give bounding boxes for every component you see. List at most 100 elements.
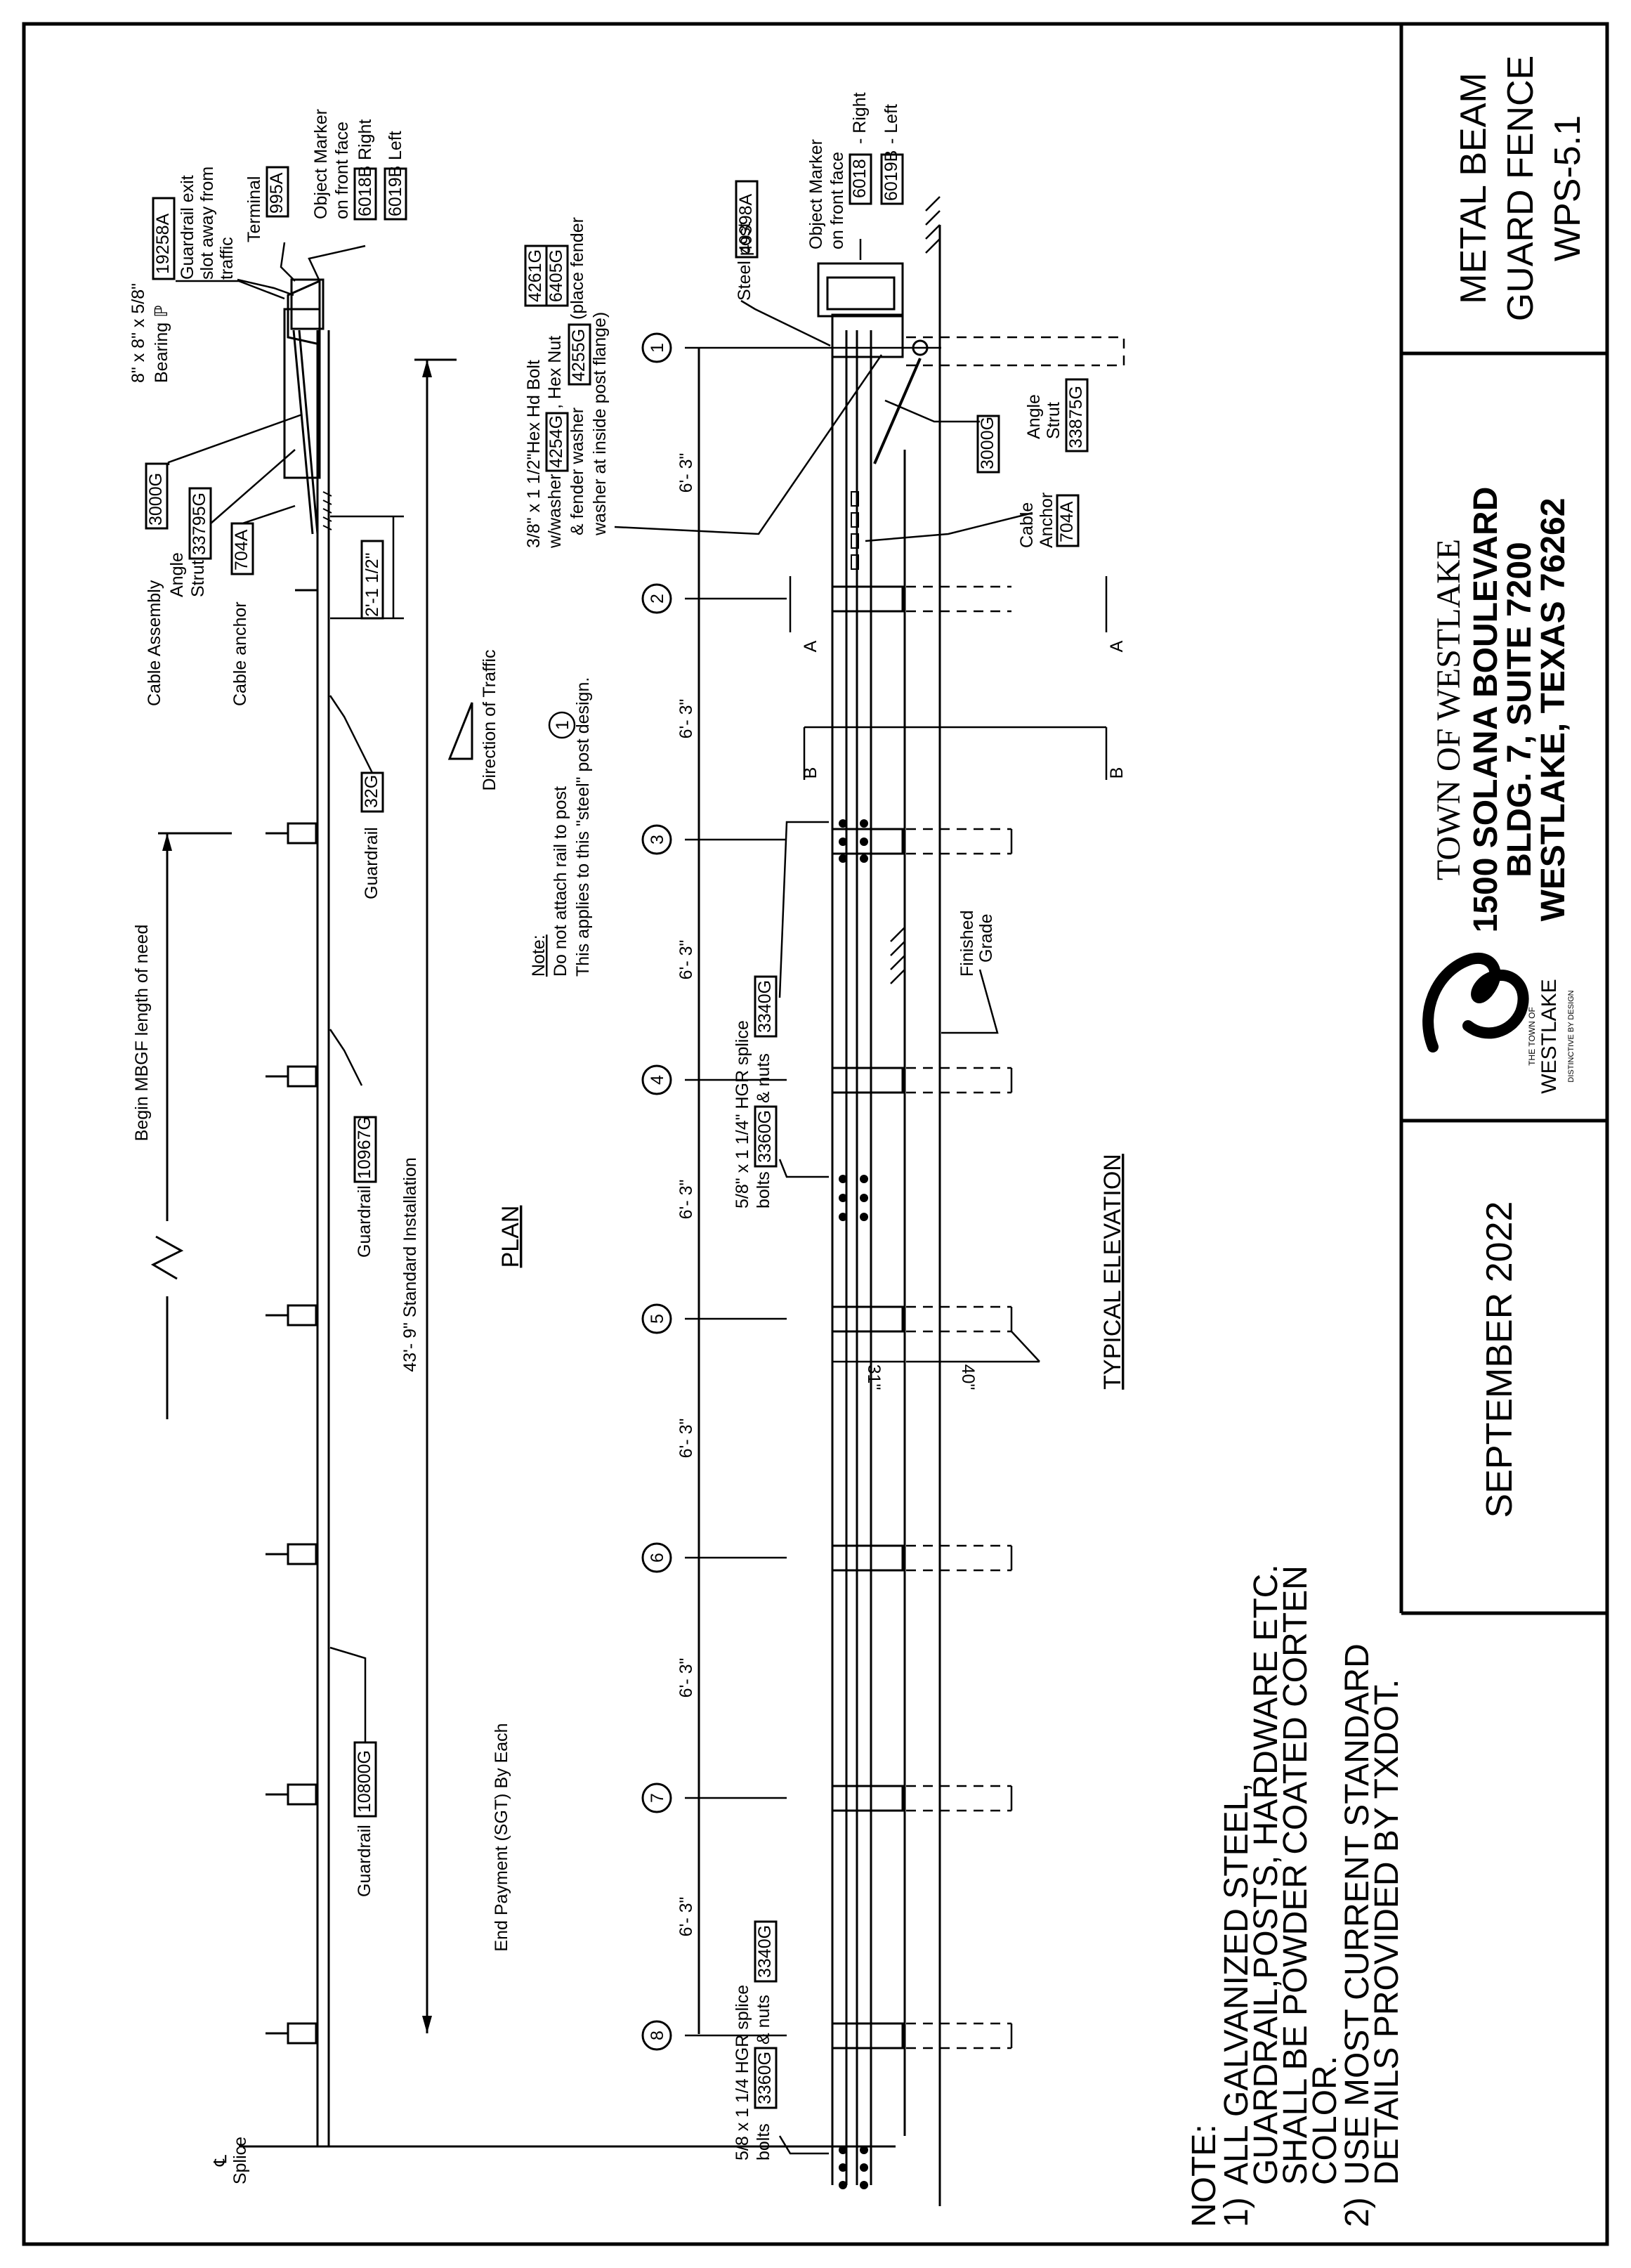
note-1-number: 1): [1218, 2197, 1255, 2227]
elev-anchor-l1: Cable: [1017, 502, 1037, 548]
address-line1: 1500 SOLANA BOULEVARD: [1467, 487, 1505, 933]
plan-post: [266, 1065, 317, 1088]
plan-angle-l2: Strut: [188, 560, 208, 597]
plan-marker-left-box: [384, 167, 407, 221]
post-number-2: 2: [641, 583, 672, 614]
splice1-leader: [778, 821, 829, 1178]
splice1-part2: 3340G: [755, 980, 775, 1033]
note-2-line1: USE MOST CURRENT STANDARD: [1339, 1643, 1376, 2185]
spacing-label: 6'- 3": [676, 940, 696, 980]
post-number-6: 6: [641, 1542, 672, 1573]
plan-post: [266, 1543, 317, 1565]
svg-text:A: A: [801, 640, 820, 652]
elevation-title: TYPICAL ELEVATION: [1099, 1154, 1126, 1390]
end-payment-label: End Payment (SGT) By Each: [492, 1723, 511, 1951]
post-number-7: 7: [641, 1783, 672, 1813]
plan-post: [266, 2022, 317, 2045]
splice2-part2: 3340G: [755, 1925, 775, 1978]
plan-marker-right-part: 6018B: [355, 166, 375, 216]
guardrail-10967-label: Guardrail: [355, 1185, 374, 1258]
section-b: B B: [801, 726, 1127, 780]
splice2-box2: [754, 1920, 778, 1983]
elev-angle-l1: Angle: [1024, 394, 1044, 439]
splice1-l1: 5/8" x 1 1/4" HGR splice: [733, 1020, 752, 1208]
plan-view: Begin MBGF length of need 43'- 9" Standa…: [129, 109, 896, 2184]
elev-cable-chain: [851, 491, 859, 570]
splice2-box1: [754, 2047, 778, 2109]
guardrail-32-label: Guardrail: [362, 827, 381, 899]
drawing-date: SEPTEMBER 2022: [1479, 1201, 1520, 1518]
plan-terminal-box: [283, 308, 321, 479]
splice1-bolts: bolts: [754, 1171, 773, 1208]
terminal-leader: [280, 242, 296, 282]
direction-label: Direction of Traffic: [480, 649, 499, 790]
fender-l3: washer at inside post flange): [590, 312, 610, 536]
splice1-box2: [754, 975, 778, 1038]
sheet-border: [22, 22, 1609, 2246]
spacing-label: 6'- 3": [676, 699, 696, 739]
svg-text:B: B: [801, 767, 820, 779]
svg-text:5: 5: [648, 1314, 667, 1324]
guardrail-10800-leader: [329, 1646, 367, 1742]
plan-marker-left-part: 6019B: [386, 166, 405, 216]
washer-part: 4254G: [546, 415, 566, 468]
drawing-number: WPS-5.1: [1547, 115, 1588, 261]
elev-terminal-head: [817, 262, 904, 318]
post-number-8: 8: [641, 2020, 672, 2051]
std-install-label: 43'- 9" Standard Installation: [400, 1157, 420, 1372]
dim-31-label: 31": [864, 1364, 884, 1390]
plan-post: [266, 1304, 317, 1327]
post-number-3: 3: [641, 824, 672, 855]
elev-anchor-leader: [865, 511, 1033, 542]
splice2-nuts: & nuts: [754, 1995, 773, 2045]
plan-note-post-num: 1: [553, 720, 572, 730]
finished-grade-l2: Grade: [976, 914, 996, 963]
fender-box: [568, 323, 591, 386]
splice2-l1: 5/8 x 1 1/4 HGR splice: [733, 1985, 752, 2161]
dim-2ft-label: 2'-1 1/2": [362, 553, 382, 617]
plan-note-line1: Do not attach rail to post: [551, 786, 570, 977]
splice1-box1: [754, 1105, 778, 1168]
cable-assembly-box: [145, 462, 169, 530]
cl-splice-symbol: ℄: [211, 2155, 230, 2167]
post-number-1: 1: [641, 332, 672, 363]
splice-label: Splice: [230, 2137, 250, 2184]
guardrail-32-part: 32G: [362, 775, 381, 808]
terminal-part-box: [266, 166, 289, 218]
note-1-line3: SHALL BE POWDER COATED CORTEN: [1277, 1565, 1314, 2185]
dim-40-ext: [1011, 1331, 1040, 1362]
svg-text:A: A: [1107, 640, 1127, 652]
spacing-labels: 6'- 3" 6'- 3" 6'- 3" 6'- 3" 6'- 3" 6'- 3…: [676, 453, 696, 1937]
logo-name: WESTLAKE: [1538, 979, 1561, 1093]
plan-marker-leader: [308, 245, 366, 282]
nut-label: , Hex Nut: [545, 336, 565, 409]
address-line2: BLDG. 7, SUITE 7200: [1501, 542, 1538, 878]
elevation-view: 1 2 3 4 5 6 7 8 6'- 3" 6'- 3" 6'- 3" 6'-…: [524, 92, 1127, 2206]
guardrail-10967-leader: [329, 1029, 363, 1086]
section-a: A A: [789, 576, 1127, 652]
splice2-leader: [778, 2135, 829, 2155]
plan-bearing-plate: [290, 278, 325, 330]
fender-part: 4255G: [569, 329, 589, 382]
std-install-arrow-bottom: [422, 2016, 432, 2033]
elev-marker-right: - Right: [850, 92, 870, 144]
elev-cable-part: 3000G: [978, 417, 997, 469]
elev-marker-left-part: 6019B: [882, 150, 901, 201]
dim-2ft-box: [360, 540, 384, 620]
nut-box: [545, 245, 569, 307]
steel-post-part: 49398A: [736, 193, 756, 254]
begin-need-break: [150, 1235, 184, 1280]
note-2-line2: DETAILS PROVIDED BY TXDOT.: [1368, 1679, 1406, 2185]
plan-post: [266, 822, 317, 845]
hex-bolt-part: 4261G: [525, 249, 545, 302]
note-2-number: 2): [1339, 2197, 1376, 2227]
title-block: METAL BEAM GUARD FENCE WPS-5.1 TOWN OF W…: [1422, 56, 1588, 1518]
svg-text:6: 6: [648, 1553, 667, 1563]
plan-marker-right: Right: [355, 119, 375, 160]
splice2-bolts: bolts: [754, 2123, 773, 2161]
svg-text:1: 1: [648, 343, 667, 353]
address-line3: WESTLAKE, TEXAS 76262: [1535, 498, 1572, 922]
plan-marker-l1: Object Marker: [311, 109, 331, 219]
spacing-label: 6'- 3": [676, 1897, 696, 1937]
plan-note-post-circle: [548, 711, 576, 739]
